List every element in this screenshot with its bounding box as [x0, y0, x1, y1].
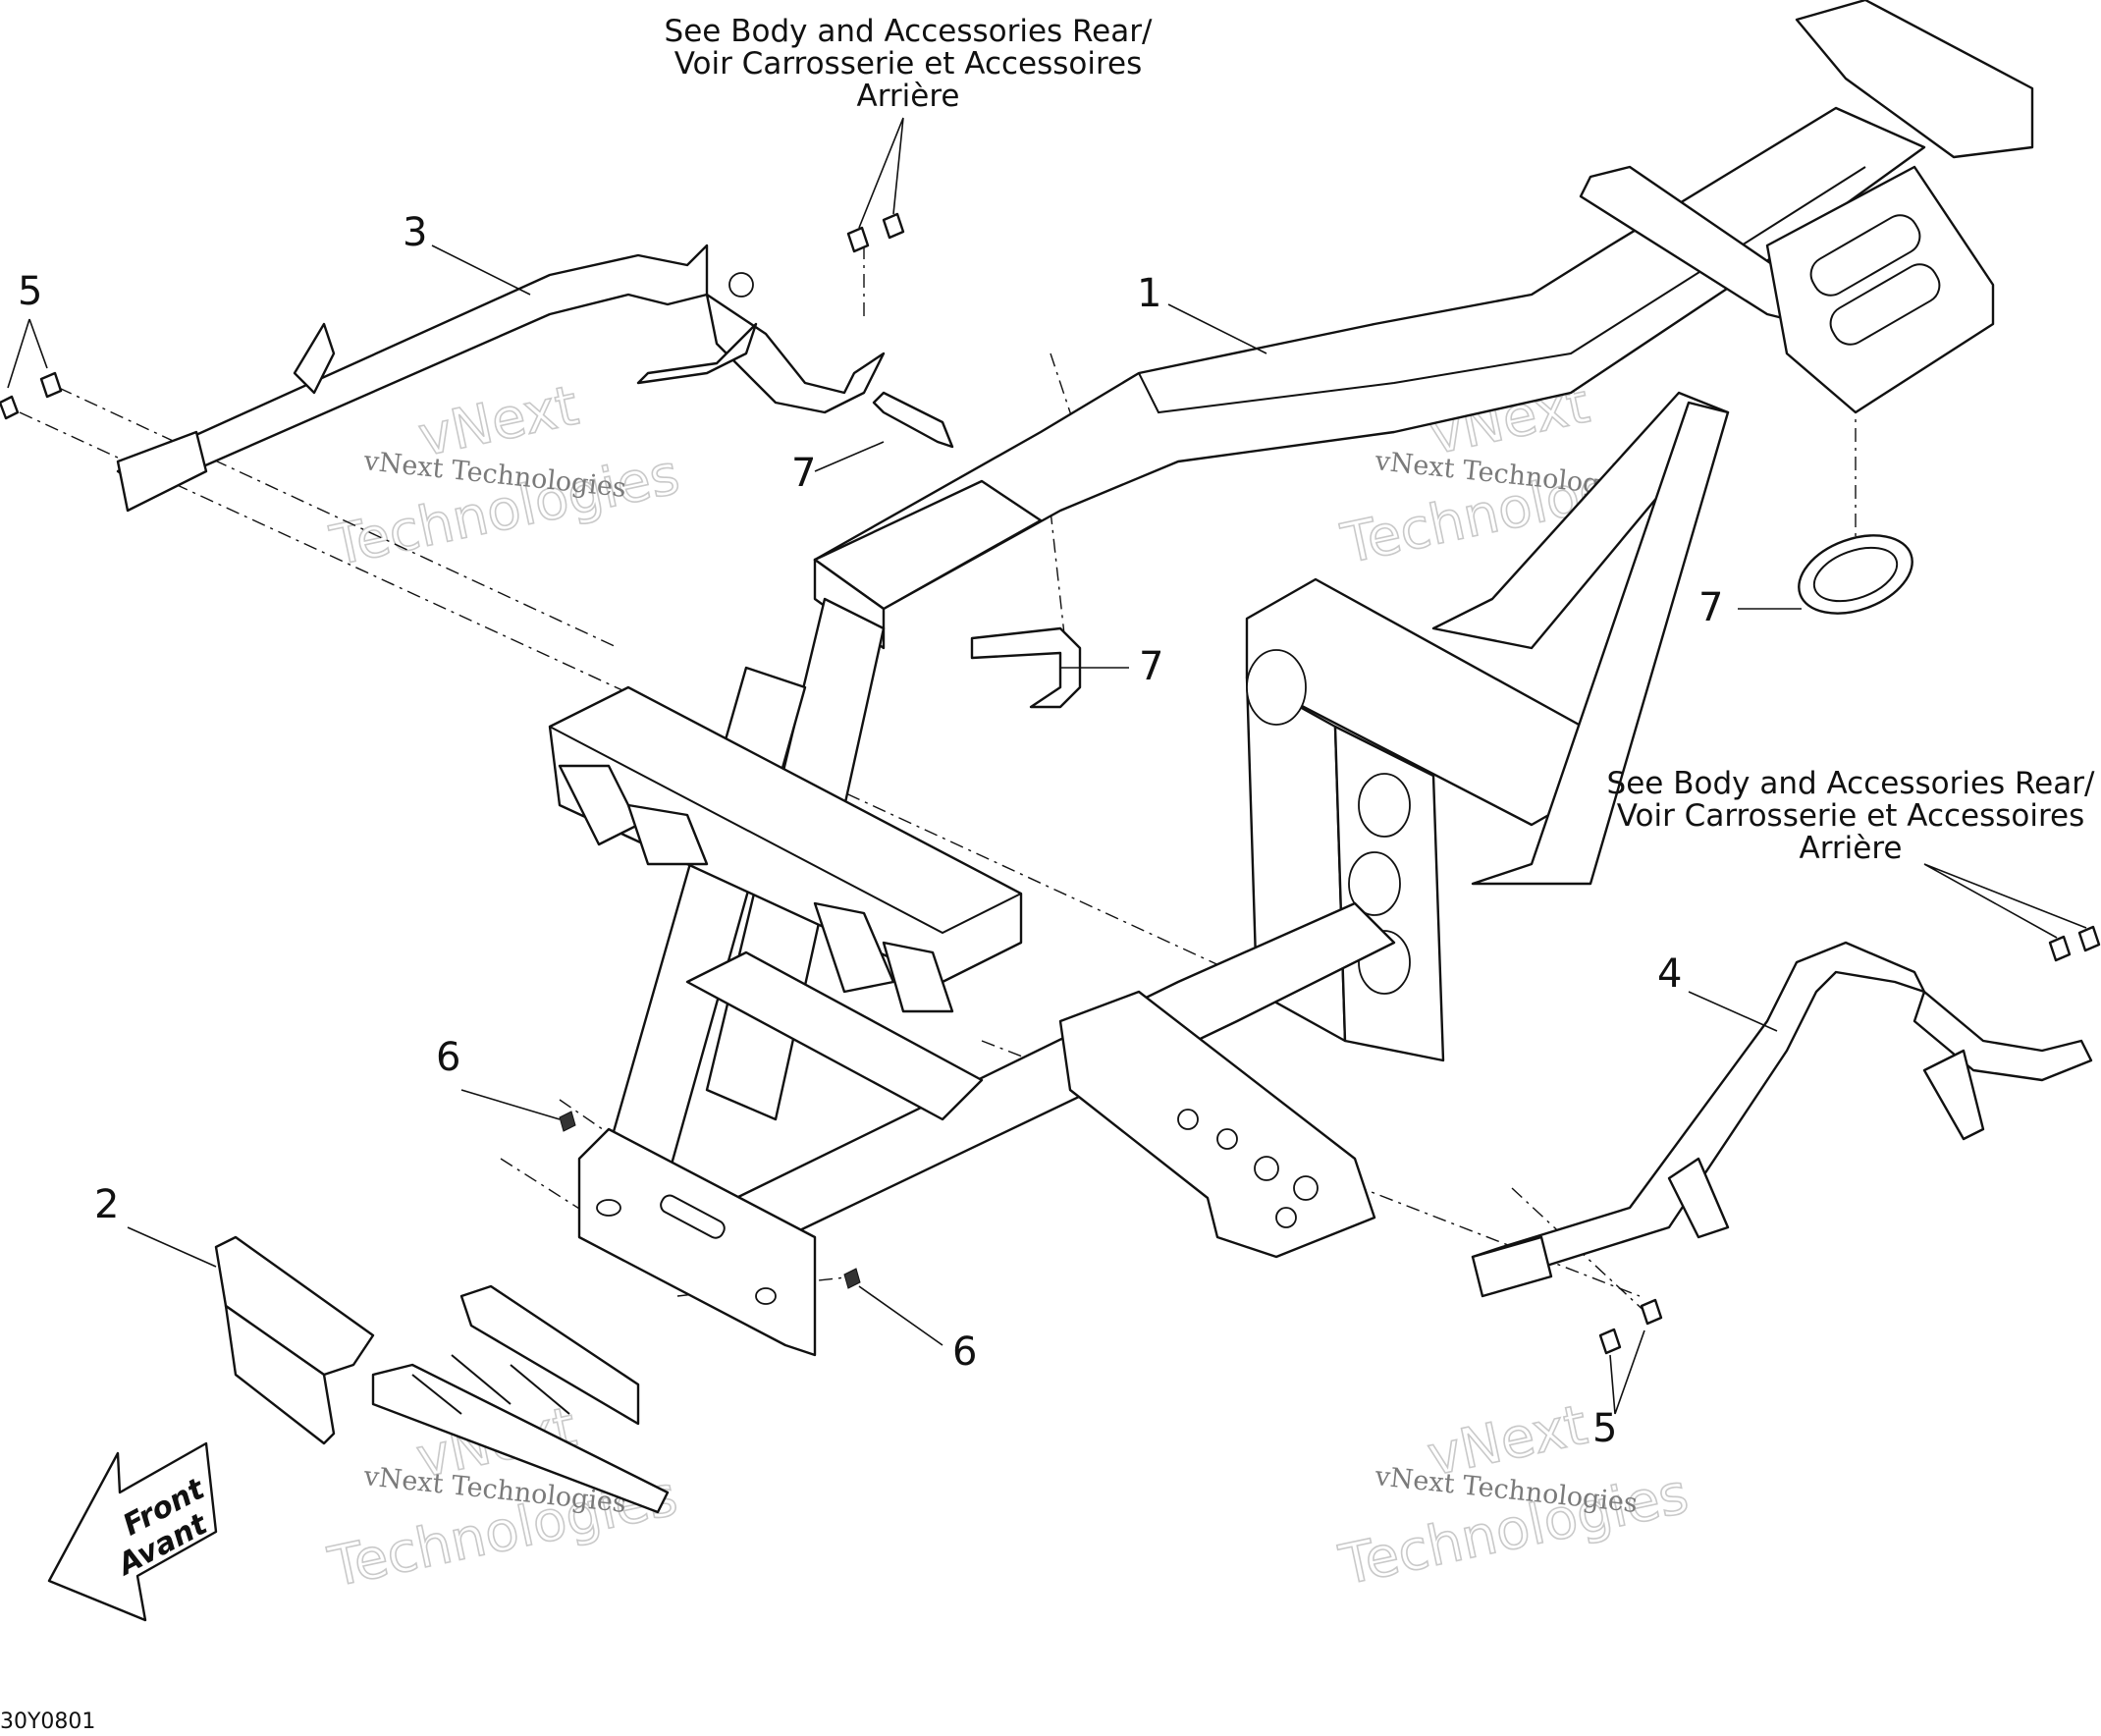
grommet-u-shape: [970, 626, 1082, 709]
callout-5-left: 5: [18, 269, 42, 314]
front-bracket-crossbars: [411, 1354, 570, 1415]
rear-upper-bracket: [1795, 0, 2034, 159]
note-right-line2: Voir Carrosserie et Accessoires: [1617, 798, 2085, 834]
arrow-icon: [47, 1441, 218, 1622]
callout-7-top: 7: [791, 451, 816, 496]
assembly-line-grommet-top: [1050, 353, 1091, 472]
front-cross-edge: [549, 726, 1022, 935]
right-tube-tab: [1667, 1157, 1730, 1239]
reference-note-top: See Body and Accessories Rear/ Voir Carr…: [665, 14, 1153, 114]
note-top-line1: See Body and Accessories Rear/: [665, 14, 1153, 49]
skid-slot: [1809, 214, 1921, 297]
left-tube-front-foot: [116, 430, 208, 513]
skid-slot: [1829, 263, 1941, 346]
rear-skid-plate: [1765, 165, 1995, 414]
leader-3: [431, 244, 531, 296]
front-direction-arrow: Front Avant: [47, 1441, 218, 1622]
bolt-icon: [0, 395, 20, 420]
callout-numbers: 1 2 3 4 5 5 6 6 7 7 7: [18, 210, 1723, 1451]
right-rear-tube[interactable]: [1471, 941, 2093, 1298]
bumper-slot: [755, 1287, 777, 1305]
tube-opening: [1348, 851, 1401, 916]
left-tube-bend: [705, 293, 886, 414]
left-tube-tab: [293, 322, 336, 395]
right-tube-mount: [1922, 1049, 1985, 1141]
front-bracket-rail: [459, 1284, 640, 1426]
bolts-6[interactable]: [559, 1111, 861, 1289]
callout-7-middle: 7: [1139, 644, 1163, 689]
note-top-line2: Voir Carrosserie et Accessoires: [674, 46, 1143, 81]
plate-hole: [1177, 1109, 1199, 1130]
callout-3: 3: [403, 210, 427, 255]
note-right-line3: Arrière: [1800, 831, 1903, 866]
bolt-icon: [39, 371, 63, 399]
callout-6-lower: 6: [952, 1329, 977, 1375]
leader-6-upper: [460, 1089, 561, 1120]
front-bracket-assembly[interactable]: [214, 1235, 670, 1514]
plate-hole: [1275, 1207, 1297, 1228]
leader-6-lower: [858, 1285, 943, 1346]
triangle-cutout: [882, 941, 954, 1013]
note-top-line3: Arrière: [857, 79, 960, 114]
leader-lines: [7, 117, 2087, 1415]
front-cross-member: [548, 685, 1023, 984]
assembly-line-left-bolt: [58, 387, 620, 649]
callout-2: 2: [94, 1182, 119, 1227]
lower-front-rail: [685, 950, 984, 1121]
plate-hole: [1216, 1128, 1238, 1150]
front-bracket-arm: [224, 1304, 336, 1445]
left-rear-tube[interactable]: [116, 244, 886, 513]
grommet-ring-inner: [1812, 546, 1899, 603]
rear-diagonal-rail-lower: [1471, 401, 1730, 886]
bolt-icon: [1598, 1328, 1622, 1355]
plate-hole: [1293, 1175, 1319, 1201]
main-frame[interactable]: [548, 0, 2034, 1357]
leader-note-top: [858, 117, 904, 229]
tube-opening: [1358, 773, 1411, 838]
tube-eyelet: [728, 272, 754, 298]
bolts-5[interactable]: [0, 212, 2101, 1355]
right-tube-foot: [1471, 1235, 1553, 1298]
grommet-ring: [1798, 534, 1913, 615]
bolt-icon: [846, 226, 870, 253]
callout-5-bottom: 5: [1592, 1406, 1617, 1451]
grommet-strip-top: [872, 391, 954, 449]
leader-4: [1688, 991, 1778, 1032]
small-bolt-icon: [559, 1111, 576, 1132]
small-bolt-icon: [843, 1268, 861, 1289]
upper-spine-edge: [1138, 166, 1866, 414]
reference-note-right: See Body and Accessories Rear/ Voir Carr…: [1607, 766, 2095, 866]
callout-1: 1: [1137, 271, 1161, 316]
leader-7-top: [814, 441, 885, 472]
left-tube-rear-mount: [636, 322, 758, 385]
callout-6-upper: 6: [436, 1035, 460, 1080]
bolt-icon: [1640, 1298, 1663, 1326]
leader-note-right: [1923, 863, 2087, 939]
bolt-icon: [2077, 925, 2101, 952]
bumper-slot-long: [660, 1194, 726, 1239]
bolt-icon: [882, 212, 905, 240]
leader-5-left: [7, 318, 48, 389]
callout-4: 4: [1657, 951, 1682, 997]
callout-7-right: 7: [1698, 585, 1723, 630]
plate-hole: [1254, 1156, 1279, 1181]
triangle-cutout: [626, 803, 709, 866]
bolt-icon: [2048, 935, 2072, 962]
tube-opening: [1246, 649, 1307, 726]
leader-1: [1167, 303, 1267, 354]
drawing-code: 30Y0801: [0, 1709, 95, 1734]
leader-2: [127, 1226, 217, 1268]
note-right-line1: See Body and Accessories Rear/: [1607, 766, 2095, 801]
front-bumper-plate: [577, 1127, 817, 1357]
left-tube-main: [116, 244, 709, 493]
triangle-cutout: [813, 901, 895, 994]
bumper-slot: [596, 1199, 621, 1217]
rear-diagonal-rail: [1431, 391, 1730, 650]
leader-5-bottom: [1609, 1329, 1645, 1415]
grommets-7[interactable]: [872, 391, 1923, 709]
